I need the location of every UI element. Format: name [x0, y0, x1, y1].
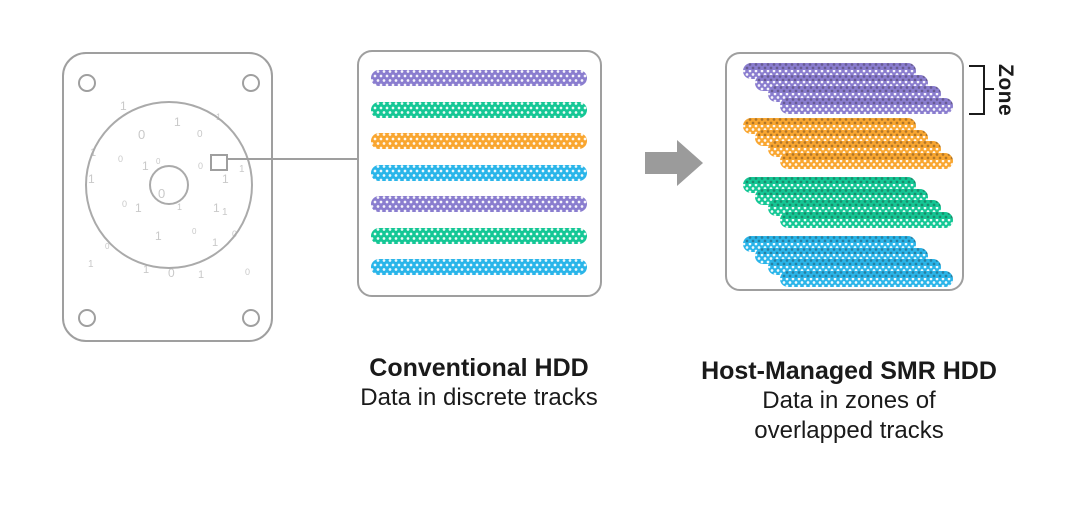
track-green: [371, 101, 587, 118]
zone-bracket: [969, 113, 985, 115]
zone-label: Zone: [993, 61, 1017, 119]
binary-digit: 1: [88, 259, 94, 270]
zone-label-text: Zone: [994, 63, 1017, 117]
track-cyan: [371, 259, 587, 275]
binary-digit: 0: [168, 266, 175, 280]
smr-zones-panel: [725, 52, 964, 291]
binary-digit: 1: [198, 269, 205, 281]
spindle-hub: [149, 165, 189, 205]
binary-digit: 1: [120, 99, 127, 113]
screw-hole-icon: [78, 309, 96, 327]
overlapped-track-purple: [779, 98, 953, 115]
track-purple: [371, 196, 587, 212]
conventional-subtitle: Data in discrete tracks: [360, 384, 598, 411]
binary-digit: 1: [143, 264, 150, 276]
conventional-title: Conventional HDD: [369, 354, 589, 382]
zone-bracket: [969, 65, 985, 67]
zone-bracket: [983, 65, 985, 115]
overlapped-track-green: [779, 212, 953, 229]
track-purple: [371, 70, 587, 86]
screw-hole-icon: [242, 309, 260, 327]
connector-line: [224, 158, 357, 160]
track-cyan: [371, 164, 587, 181]
screw-hole-icon: [242, 74, 260, 92]
screw-hole-icon: [78, 74, 96, 92]
track-green: [371, 227, 587, 244]
magnified-region-marker: [210, 154, 228, 171]
binary-digit: 0: [245, 267, 251, 277]
binary-digit: 0: [105, 242, 110, 251]
smr-subtitle-line1: Data in zones of: [762, 387, 936, 414]
smr-subtitle-line2: overlapped tracks: [754, 417, 944, 444]
right-arrow-icon: [645, 152, 678, 174]
overlapped-track-cyan: [779, 271, 953, 288]
zone-orange: [743, 118, 955, 170]
overlapped-track-orange: [779, 153, 953, 170]
smr-title: Host-Managed SMR HDD: [701, 357, 997, 385]
zone-bracket: [985, 88, 994, 90]
zone-purple: [743, 63, 955, 115]
conventional-caption: Conventional HDD Data in discrete tracks: [329, 353, 629, 413]
conventional-tracks-panel: [357, 50, 602, 297]
right-arrow-icon: [677, 140, 703, 186]
disk-platter: [85, 101, 253, 269]
zone-cyan: [743, 236, 955, 288]
smr-caption: Host-Managed SMR HDD Data in zones of ov…: [699, 356, 999, 446]
zone-green: [743, 177, 955, 229]
track-orange: [371, 133, 587, 149]
